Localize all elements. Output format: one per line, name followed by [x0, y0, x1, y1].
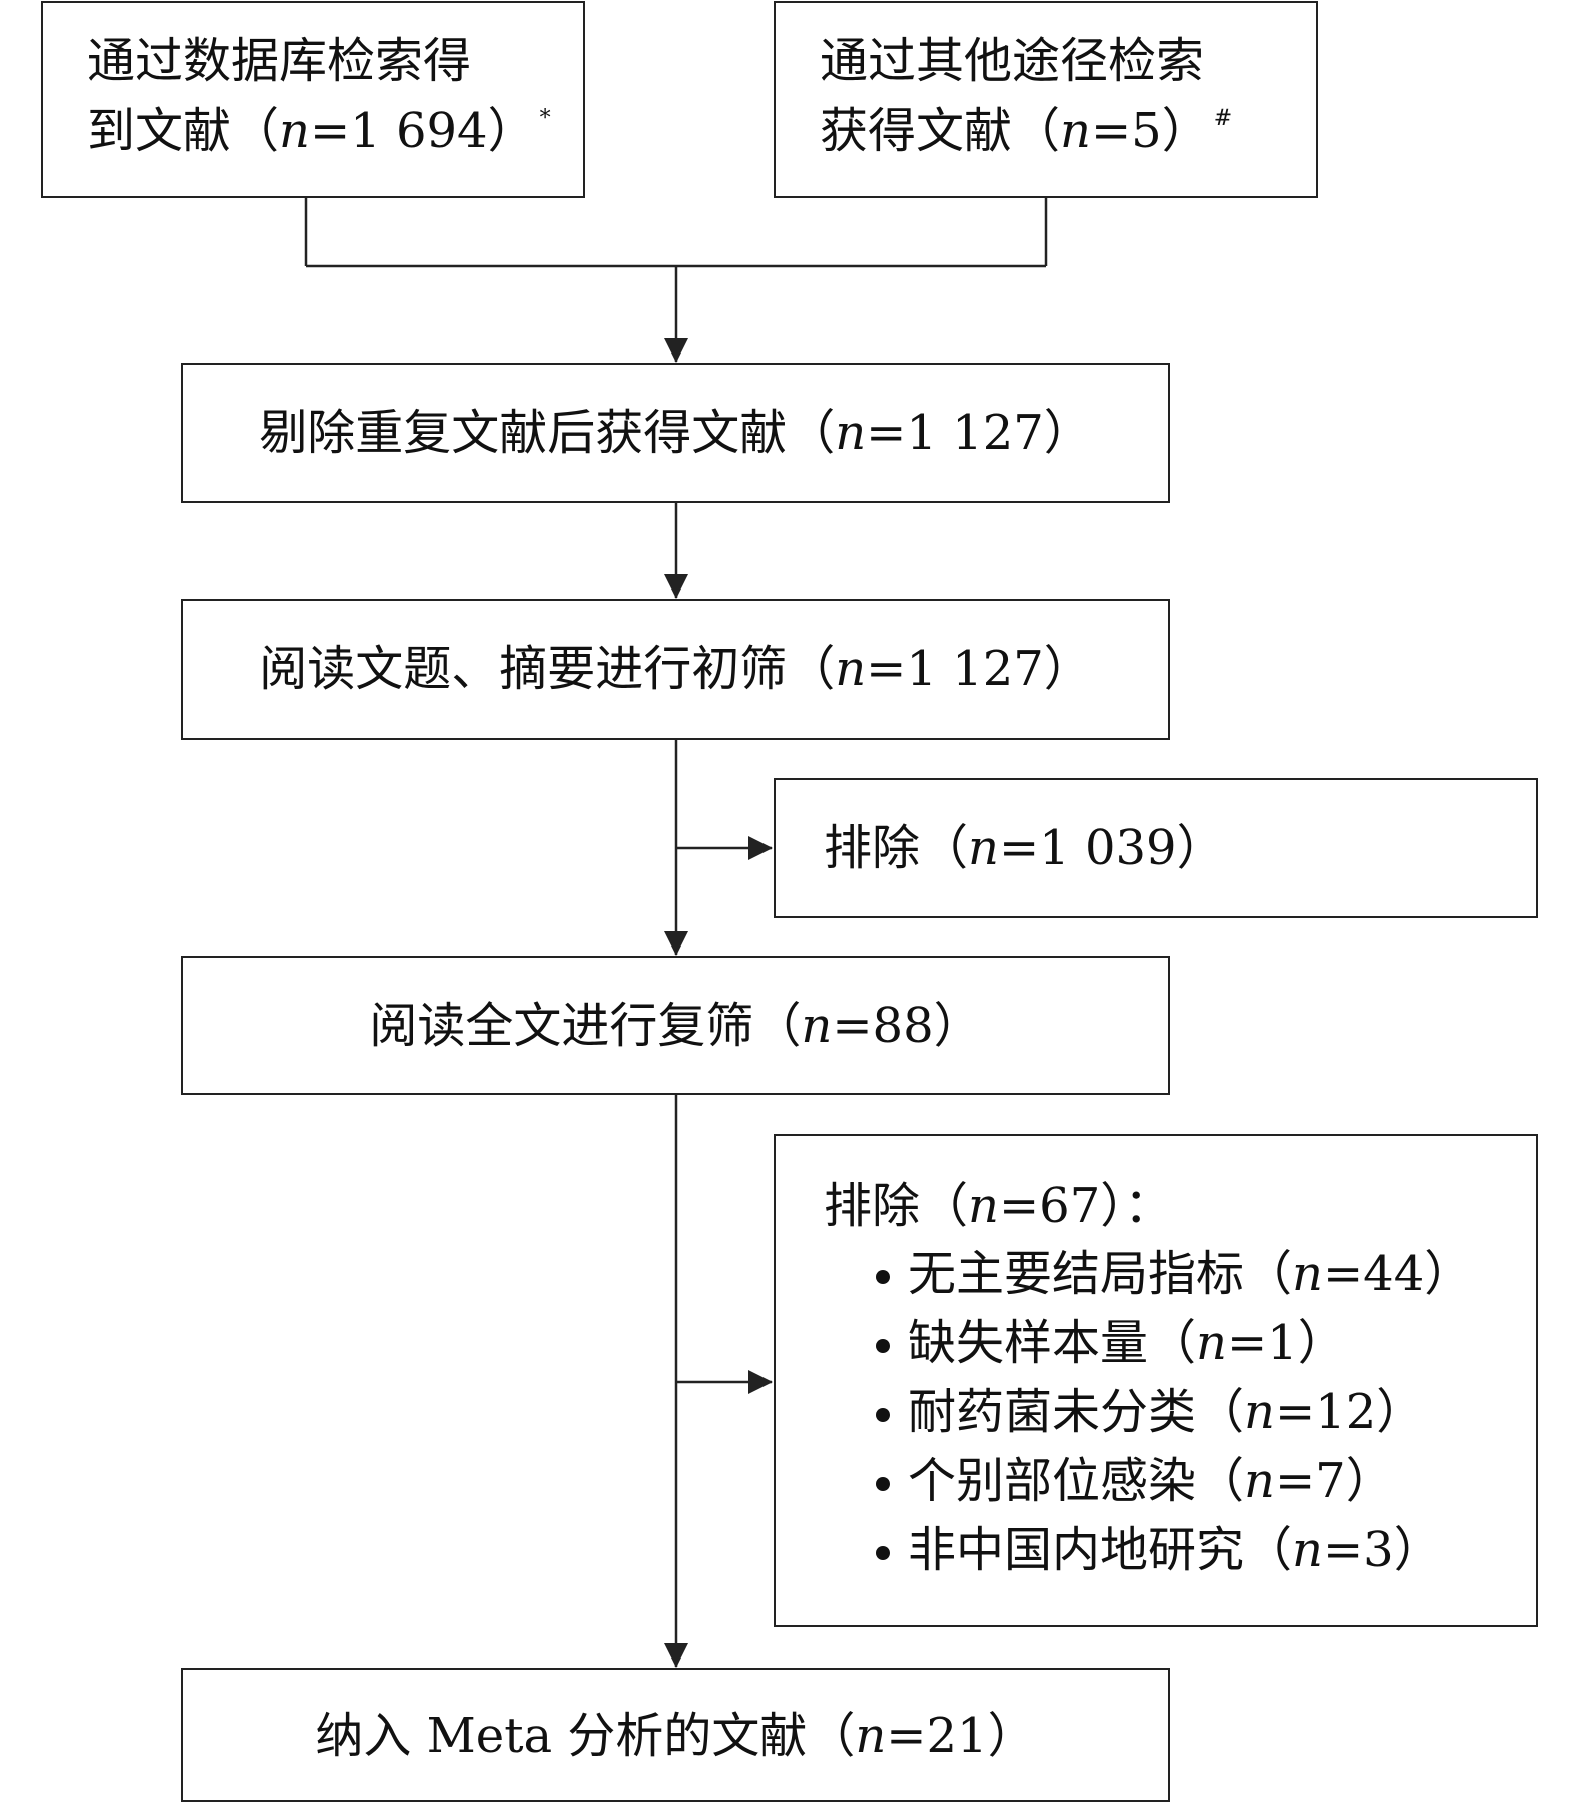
exclusion-reason-item: 无主要结局指标（n=44）: [876, 1244, 1472, 1304]
bullet-icon: [876, 1546, 890, 1560]
box-database-search: 通过数据库检索得 到文献（n=1 694）*: [41, 1, 585, 198]
bullet-icon: [876, 1408, 890, 1422]
included-text: 纳入 Meta 分析的文献（n=21）: [315, 1708, 1036, 1764]
bullet-icon: [876, 1477, 890, 1491]
database-line1: 通过数据库检索得: [87, 33, 472, 89]
box-other-sources: 通过其他途径检索 获得文献（n=5）#: [774, 1, 1318, 198]
exclusion-reason-item: 非中国内地研究（n=3）: [876, 1520, 1442, 1580]
footnote-hash: #: [1213, 106, 1233, 131]
box-exclusion-2: 排除（n=67）： 无主要结局指标（n=44） 缺失样本量（n=1） 耐药菌未分…: [774, 1134, 1538, 1627]
exclusion-reason-item: 个别部位感染（n=7）: [876, 1451, 1394, 1511]
other-line1: 通过其他途径检索: [820, 33, 1205, 89]
box-deduplicated: 剔除重复文献后获得文献（n=1 127）: [181, 363, 1170, 503]
exclude2-title: 排除（n=67）：: [824, 1178, 1173, 1234]
exclusion-reason-item: 耐药菌未分类（n=12）: [876, 1382, 1424, 1442]
box-full-text-screening: 阅读全文进行复筛（n=88）: [181, 956, 1170, 1095]
box-title-abstract-screening: 阅读文题、摘要进行初筛（n=1 127）: [181, 599, 1170, 740]
screen2-text: 阅读全文进行复筛（n=88）: [369, 998, 982, 1054]
database-line2: 到文献（n=1 694）*: [87, 103, 551, 159]
bullet-icon: [876, 1270, 890, 1284]
bullet-icon: [876, 1339, 890, 1353]
dedup-text: 剔除重复文献后获得文献（n=1 127）: [259, 405, 1092, 461]
screen1-text: 阅读文题、摘要进行初筛（n=1 127）: [259, 641, 1092, 697]
exclusion-reason-item: 缺失样本量（n=1）: [876, 1313, 1346, 1373]
box-included-studies: 纳入 Meta 分析的文献（n=21）: [181, 1668, 1170, 1802]
box-exclusion-1: 排除（n=1 039）: [774, 778, 1538, 918]
footnote-asterisk: *: [539, 106, 551, 131]
exclude1-text: 排除（n=1 039）: [824, 820, 1225, 876]
other-line2: 获得文献（n=5）#: [820, 103, 1233, 159]
